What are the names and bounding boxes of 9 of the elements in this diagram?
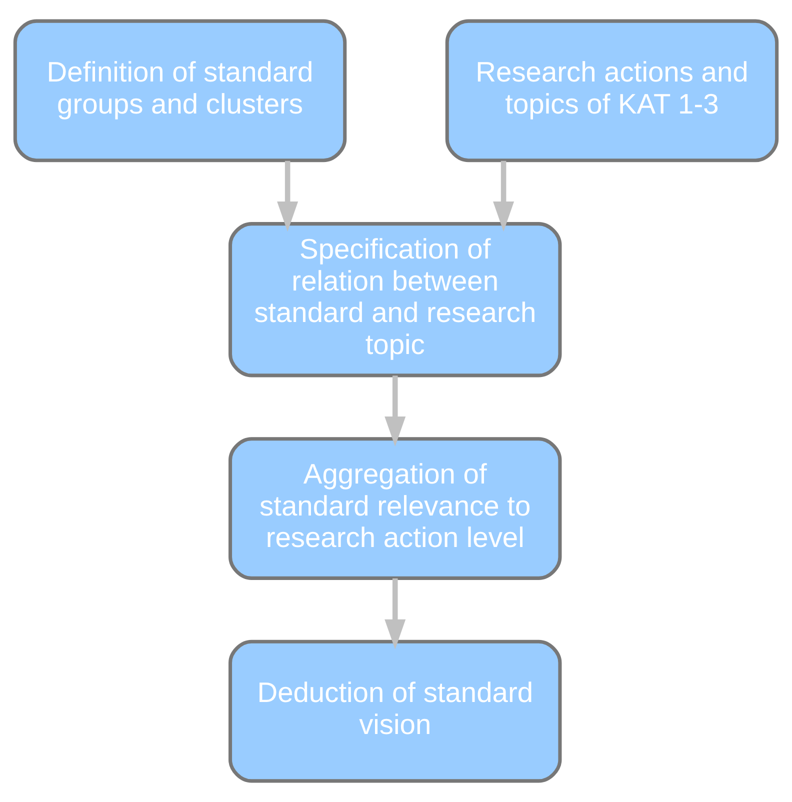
- arrow: [384, 578, 406, 650]
- arrow: [277, 160, 298, 232]
- node-box: Specification of relation between standard and research topic: [228, 222, 562, 378]
- arrow: [493, 160, 514, 232]
- arrow: [384, 376, 406, 446]
- node-box: Aggregation of standard relevance to research action level: [228, 437, 562, 580]
- node-box: Deduction of standard vision: [228, 640, 562, 783]
- node-box: Definition of standard groups and clusters: [13, 19, 347, 162]
- node-box: Research actions and topics of KAT 1-3: [445, 19, 779, 162]
